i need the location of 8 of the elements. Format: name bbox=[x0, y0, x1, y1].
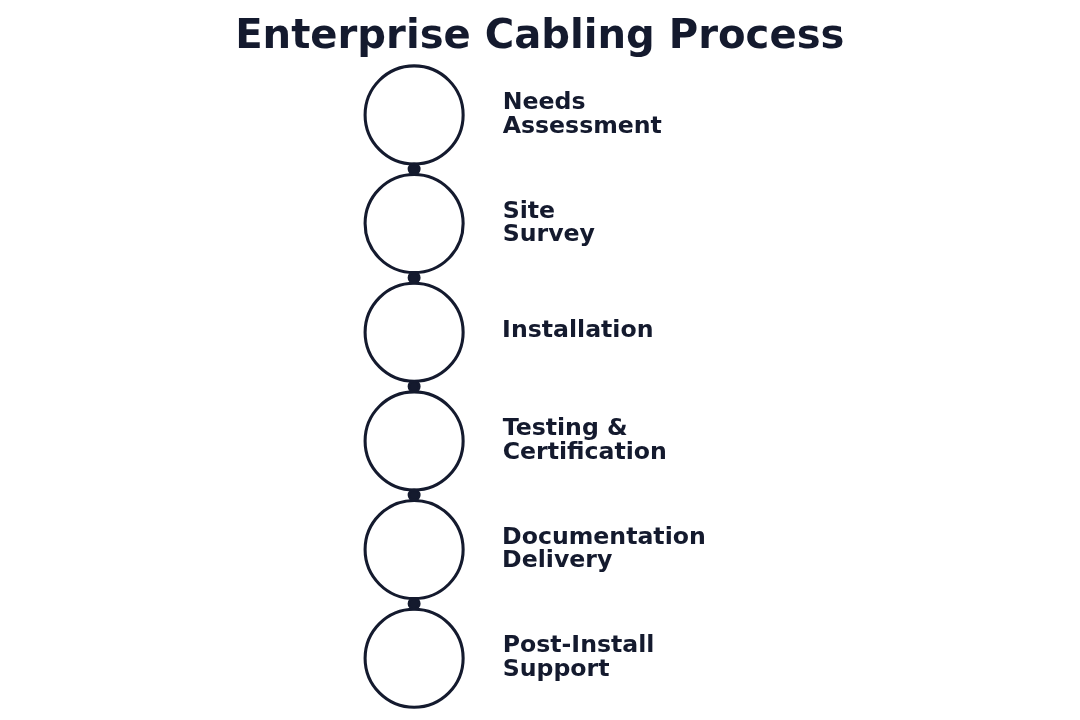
node-label: Testing & Certification bbox=[502, 413, 667, 465]
node-label: Post-Install Support bbox=[502, 630, 654, 682]
node-circle bbox=[363, 607, 465, 709]
diagram-title: Enterprise Cabling Process bbox=[234, 11, 844, 58]
node-label: Site Survey bbox=[502, 195, 595, 248]
node-label: Installation bbox=[501, 314, 653, 343]
node-label: Needs Assessment bbox=[502, 87, 662, 139]
node-label: Documentation Delivery bbox=[501, 521, 706, 574]
